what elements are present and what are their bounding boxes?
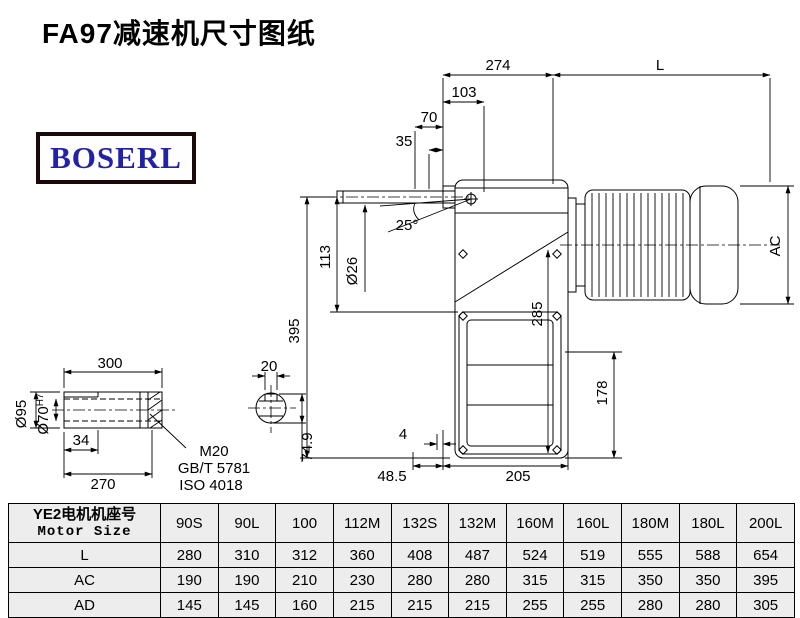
dim-178-label: 178: [594, 380, 611, 405]
dim-103-label: 103: [451, 84, 476, 101]
note-iso4018-label: ISO 4018: [179, 477, 242, 494]
dimension-value: 210: [275, 567, 334, 593]
row-label: AC: [8, 567, 161, 593]
frame-size-column-header: 132M: [448, 503, 507, 543]
frame-size-column-header: 112M: [332, 503, 392, 543]
dimension-value: 280: [678, 592, 738, 618]
frame-size-column-header: 160L: [563, 503, 622, 543]
dim-AC-label: AC: [767, 235, 784, 256]
frame-size-column-header: 180L: [678, 503, 738, 543]
dimension-value: 350: [678, 567, 738, 593]
dimension-value: 555: [621, 542, 680, 568]
dimension-value: 280: [160, 542, 219, 568]
technical-drawing: 274 L 103 70 35 25° 395 113 Ø26 285 AC 1…: [13, 57, 794, 494]
dim-20-label: 20: [261, 358, 278, 375]
dim-300-label: 300: [97, 355, 122, 372]
dimension-value: 312: [275, 542, 334, 568]
dimension-value: 160: [275, 592, 334, 618]
dimension-value: 255: [563, 592, 622, 618]
dimension-value: 588: [678, 542, 738, 568]
dimension-value: 230: [332, 567, 392, 593]
dimension-value: 280: [448, 567, 507, 593]
dim-285-label: 285: [529, 301, 546, 326]
dimension-value: 255: [505, 592, 565, 618]
frame-size-column-header: 90L: [217, 503, 277, 543]
frame-size-column-header: 132S: [390, 503, 450, 543]
dimension-value: 487: [448, 542, 507, 568]
dimension-value: 360: [332, 542, 392, 568]
dim-4-label: 4: [399, 426, 407, 443]
dim-205-label: 205: [505, 468, 530, 485]
shaft-detail-view: [30, 368, 187, 478]
frame-size-column-header: 180M: [621, 503, 680, 543]
boserl-logo-text: BOSERL: [50, 140, 182, 175]
dimension-value: 310: [217, 542, 277, 568]
frame-size-column-header: 160M: [505, 503, 565, 543]
dimension-value: 350: [621, 567, 680, 593]
dimension-value: 654: [736, 542, 795, 568]
note-m20-label: M20: [199, 443, 228, 460]
dimension-value: 315: [563, 567, 622, 593]
dimension-value: 280: [390, 567, 450, 593]
dim-74_9-label: 74.9: [299, 432, 316, 461]
dim-dia70-tolerance: H7: [35, 393, 46, 406]
dimension-value: 315: [505, 567, 565, 593]
dimension-value: 408: [390, 542, 450, 568]
dim-dia70H7-label: Ø70H7: [35, 393, 52, 435]
dimension-value: 395: [736, 567, 795, 593]
dim-113-label: 113: [317, 245, 334, 269]
row-label: L: [8, 542, 161, 568]
dim-70-label: 70: [421, 109, 438, 126]
dimension-value: 305: [736, 592, 795, 618]
motor-size-header-en: Motor Size: [37, 523, 132, 540]
frame-size-column-header: 90S: [160, 503, 219, 543]
dimension-labels: 274 L 103 70 35 25° 395 113 Ø26 285 AC 1…: [13, 57, 784, 494]
dim-dia70-value: Ø70: [35, 406, 52, 434]
dim-dia26-label: Ø26: [344, 257, 361, 285]
page-title: FA97减速机尺寸图纸: [42, 18, 316, 49]
dim-L-label: L: [656, 57, 664, 74]
dimension-value: 190: [217, 567, 277, 593]
frame-size-column-header: 100: [275, 503, 334, 543]
frame-size-column-header: 200L: [736, 503, 795, 543]
dimension-value: 280: [621, 592, 680, 618]
dim-34-label: 34: [73, 432, 90, 449]
boserl-logo: BOSERL: [36, 132, 196, 184]
shaft-section-view: [248, 372, 306, 462]
row-label: AD: [8, 592, 161, 618]
dim-395-label: 395: [286, 318, 303, 343]
dimension-value: 215: [448, 592, 507, 618]
dimension-value: 190: [160, 567, 219, 593]
dim-dia95-label: Ø95: [13, 400, 30, 428]
dimension-value: 524: [505, 542, 565, 568]
motor-size-header-cn: YE2电机机座号: [32, 505, 137, 523]
dim-35-label: 35: [396, 133, 413, 150]
note-gbt5781-label: GB/T 5781: [178, 460, 250, 477]
dimension-value: 519: [563, 542, 622, 568]
main-view: [300, 72, 794, 470]
dimension-value: 145: [160, 592, 219, 618]
dim-270-label: 270: [90, 476, 115, 493]
dimension-value: 145: [217, 592, 277, 618]
dimension-value: 215: [332, 592, 392, 618]
dim-25deg-label: 25°: [396, 217, 419, 234]
dim-48_5-label: 48.5: [377, 468, 406, 485]
dimension-value: 215: [390, 592, 450, 618]
dim-274-label: 274: [485, 57, 510, 74]
